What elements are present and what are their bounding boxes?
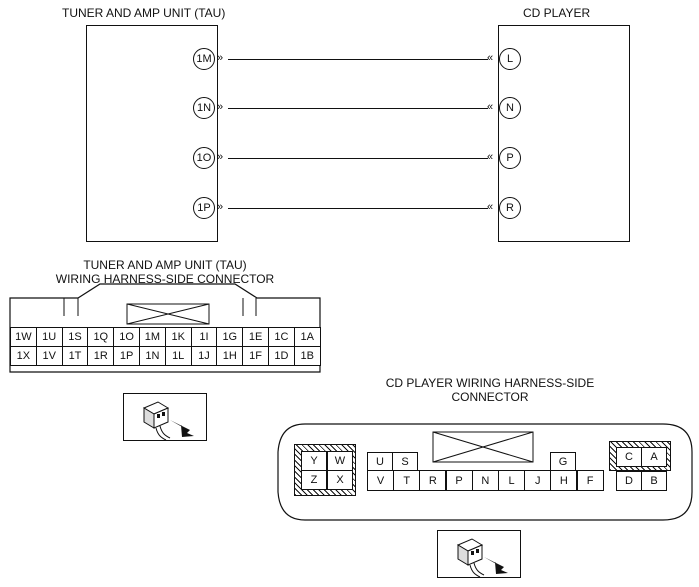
tau-cavity-1w: 1W [10,327,37,347]
cd-cavity-w: W [327,451,353,471]
tau-cavity-1c: 1C [268,327,295,347]
tau-cavity-1j: 1J [190,346,218,366]
tau-cavity-1f: 1F [242,346,269,366]
tau-cavity-1s: 1S [61,327,89,347]
connector-plug-icon [437,530,521,578]
tau-cavity-1k: 1K [164,327,192,347]
tau-cavity-1b: 1B [293,346,321,366]
tau-cavity-1v: 1V [35,346,63,366]
tau-cavity-1i: 1I [190,327,218,347]
tau-cavity-1h: 1H [216,346,244,366]
cd-cavity-a: A [641,447,667,467]
cd-cavity-g: G [550,452,576,471]
cd-cavity-t: T [393,470,421,491]
tau-title: TUNER AND AMP UNIT (TAU) [62,6,226,20]
cd-cavity-c: C [616,447,642,467]
arrow-right-icon: » [217,101,224,113]
cd-cavity-h: H [550,470,578,491]
tau-cavity-1g: 1G [216,327,244,347]
tau-cavity-1a: 1A [293,327,321,347]
cd-cavity-d: D [616,471,642,491]
arrow-left-icon: « [487,201,494,213]
cd-cavity-n: N [471,470,499,491]
cd-cavity-s: S [392,452,418,471]
arrow-left-icon: « [487,101,494,113]
tau-pin-1p: 1P [193,197,215,219]
arrow-left-icon: « [487,151,494,163]
cd-pin-p: P [499,147,521,169]
cd-cavity-y: Y [301,451,327,471]
wire-line [228,59,488,60]
tau-cavity-1l: 1L [164,346,192,366]
tau-cavity-1e: 1E [242,327,269,347]
wire-line [228,108,488,109]
tau-cavity-1d: 1D [268,346,295,366]
cd-cavity-b: B [641,471,667,491]
wire-line [228,208,488,209]
cd-pin-n: N [499,97,521,119]
tau-cavity-1m: 1M [139,327,166,347]
arrow-right-icon: » [217,151,224,163]
tau-cavity-1r: 1R [87,346,115,366]
tau-cavity-1t: 1T [61,346,89,366]
cd-cavity-p: P [445,470,473,491]
cd-connector-title-line2: CONNECTOR [451,390,529,404]
tau-pin-1o: 1O [193,147,215,169]
tau-connector-title-line2: WIRING HARNESS-SIDE CONNECTOR [55,272,275,286]
tau-cavity-1o: 1O [113,327,140,347]
cd-cavity-l: L [498,470,525,491]
cd-player-title: CD PLAYER [523,6,591,20]
tau-cavity-1n: 1N [139,346,166,366]
tau-cavity-1x: 1X [10,346,37,366]
cd-cavity-x: X [327,470,353,490]
cd-pin-r: R [499,197,521,219]
cd-connector-title-line1: CD PLAYER WIRING HARNESS-SIDE [385,376,595,390]
arrow-left-icon: « [487,52,494,64]
cd-pin-l: L [499,48,521,70]
cd-cavity-r: R [419,470,447,491]
arrow-right-icon: » [217,201,224,213]
tau-pin-1n: 1N [193,97,215,119]
arrow-right-icon: » [217,52,224,64]
cd-cavity-f: F [576,470,604,491]
tau-cavity-1u: 1U [35,327,63,347]
tau-cavity-1q: 1Q [87,327,115,347]
cd-cavity-j: J [524,470,552,491]
connector-plug-icon [123,393,207,441]
tau-pin-1m: 1M [193,48,215,70]
wire-line [228,158,488,159]
tau-cavity-1p: 1P [113,346,140,366]
cd-cavity-v: V [367,470,394,491]
cd-cavity-u: U [367,452,393,471]
tau-connector-title-line1: TUNER AND AMP UNIT (TAU) [83,258,247,272]
cd-cavity-z: Z [301,470,327,490]
